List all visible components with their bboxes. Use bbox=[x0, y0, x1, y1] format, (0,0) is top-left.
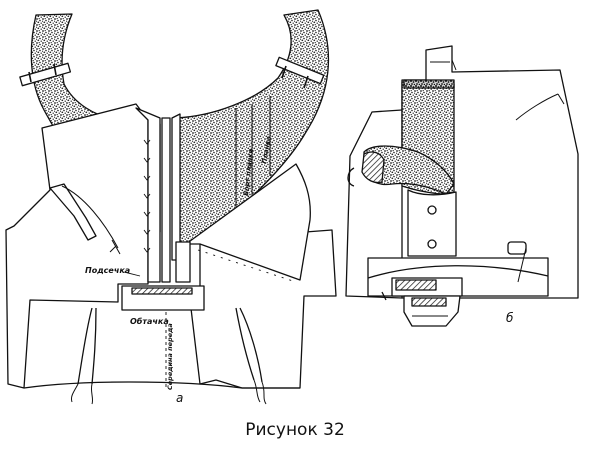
b-hole-1 bbox=[427, 205, 437, 215]
b-left-hook bbox=[347, 167, 387, 301]
panel-a-letter: а bbox=[176, 391, 183, 405]
b-fold-hatch bbox=[361, 151, 385, 184]
b-hole-2 bbox=[427, 239, 437, 249]
b-right-tab bbox=[507, 241, 527, 255]
b-top-mark bbox=[451, 59, 565, 121]
label-podsechka: Подсечка bbox=[85, 266, 130, 275]
b-base-curve bbox=[367, 265, 549, 279]
left-collar-tab bbox=[19, 62, 72, 87]
right-overlay-flap bbox=[185, 163, 311, 281]
right-dart bbox=[235, 307, 263, 383]
leader-podsechka bbox=[123, 271, 141, 277]
panel-a bbox=[5, 9, 337, 405]
placket-stitches bbox=[143, 139, 151, 253]
b-inner-panel bbox=[407, 189, 457, 257]
label-seredina-pereda: Середина переда bbox=[166, 323, 174, 390]
front-left-body bbox=[5, 103, 149, 389]
placket-left bbox=[135, 107, 161, 283]
figure-caption: Рисунок 32 bbox=[245, 420, 345, 440]
left-dart bbox=[77, 307, 97, 385]
label-obtachka: Обтачка bbox=[130, 316, 169, 326]
left-flap bbox=[49, 183, 97, 241]
b-stipple-top bbox=[403, 79, 455, 89]
right-thread bbox=[253, 379, 267, 405]
b-outer-frame bbox=[345, 109, 403, 299]
panel-b bbox=[345, 45, 579, 327]
overlay-flap-stitches bbox=[197, 249, 297, 283]
hem-line bbox=[23, 381, 300, 389]
b-clamp-hatch bbox=[395, 279, 437, 291]
placket-right bbox=[171, 113, 181, 261]
panel-b-letter: б bbox=[506, 311, 514, 325]
left-thread bbox=[71, 383, 94, 405]
slit-right-facing bbox=[175, 241, 191, 283]
facing-block-hatch bbox=[131, 287, 193, 295]
b-clamp-lower-hatch bbox=[411, 297, 447, 307]
right-collar-tab bbox=[275, 56, 325, 85]
stripe-lines bbox=[235, 96, 271, 210]
center-slit bbox=[161, 117, 171, 283]
